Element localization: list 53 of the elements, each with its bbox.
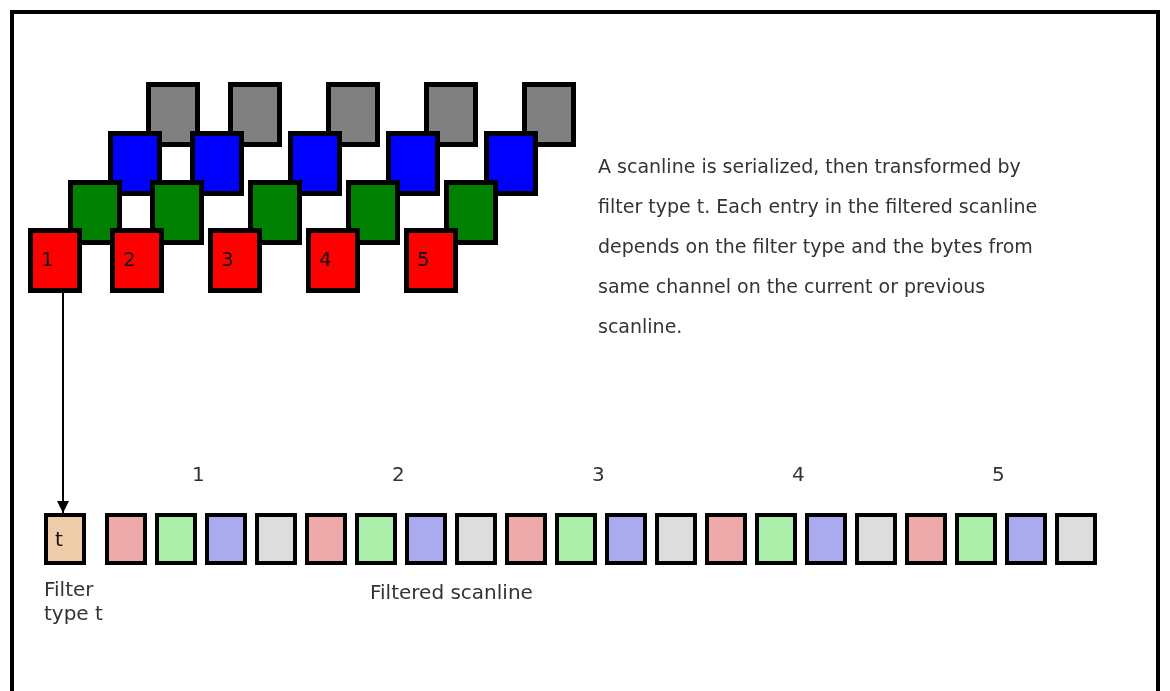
byte-square — [455, 513, 497, 565]
pixel-number: 3 — [221, 247, 234, 271]
filter-type-letter: t — [55, 527, 63, 551]
byte-square — [605, 513, 647, 565]
description-text: A scanline is serialized, then transformed by filter type t. Each entry in the filtered scanline depends on the filter type and the bytes from same channel on the current or previous scanline. — [598, 154, 1039, 339]
pixel-number: 4 — [792, 462, 806, 486]
pixel-square — [346, 180, 400, 245]
byte-square — [355, 513, 397, 565]
pixel-number: 1 — [192, 462, 206, 486]
byte-square — [805, 513, 847, 565]
pixel-square — [484, 131, 538, 196]
pixel-square — [28, 228, 82, 293]
byte-square — [555, 513, 597, 565]
arrow — [57, 292, 69, 514]
pixel-square — [444, 180, 498, 245]
pixel-square — [288, 131, 342, 196]
byte-square — [105, 513, 147, 565]
pixel-number: 3 — [592, 462, 606, 486]
scanline-caption: Filtered scanline — [370, 580, 534, 604]
byte-square — [255, 513, 297, 565]
pixel-square — [404, 228, 458, 293]
byte-square — [905, 513, 947, 565]
pixel-square — [228, 82, 282, 147]
pixel-number: 1 — [41, 247, 54, 271]
pixel-number: 5 — [992, 462, 1006, 486]
byte-square — [655, 513, 697, 565]
byte-square — [405, 513, 447, 565]
pixel-number: 2 — [392, 462, 406, 486]
byte-square — [155, 513, 197, 565]
pixel-square — [424, 82, 478, 147]
byte-square — [1005, 513, 1047, 565]
pixel-square — [208, 228, 262, 293]
pixel-square — [326, 82, 380, 147]
byte-square — [705, 513, 747, 565]
pixel-square — [306, 228, 360, 293]
pixel-square — [248, 180, 302, 245]
filter-type-box — [44, 513, 86, 565]
pixel-square — [522, 82, 576, 147]
pixel-square — [386, 131, 440, 196]
pixel-number: 4 — [319, 247, 332, 271]
byte-square — [855, 513, 897, 565]
pixel-square — [110, 228, 164, 293]
filter-type-caption: Filter type t — [44, 577, 104, 625]
pixel-number: 5 — [417, 247, 430, 271]
pixel-number: 2 — [123, 247, 136, 271]
byte-square — [305, 513, 347, 565]
pixel-square — [190, 131, 244, 196]
pixel-square — [150, 180, 204, 245]
byte-square — [955, 513, 997, 565]
byte-square — [205, 513, 247, 565]
byte-square — [755, 513, 797, 565]
byte-square — [1055, 513, 1097, 565]
byte-square — [505, 513, 547, 565]
